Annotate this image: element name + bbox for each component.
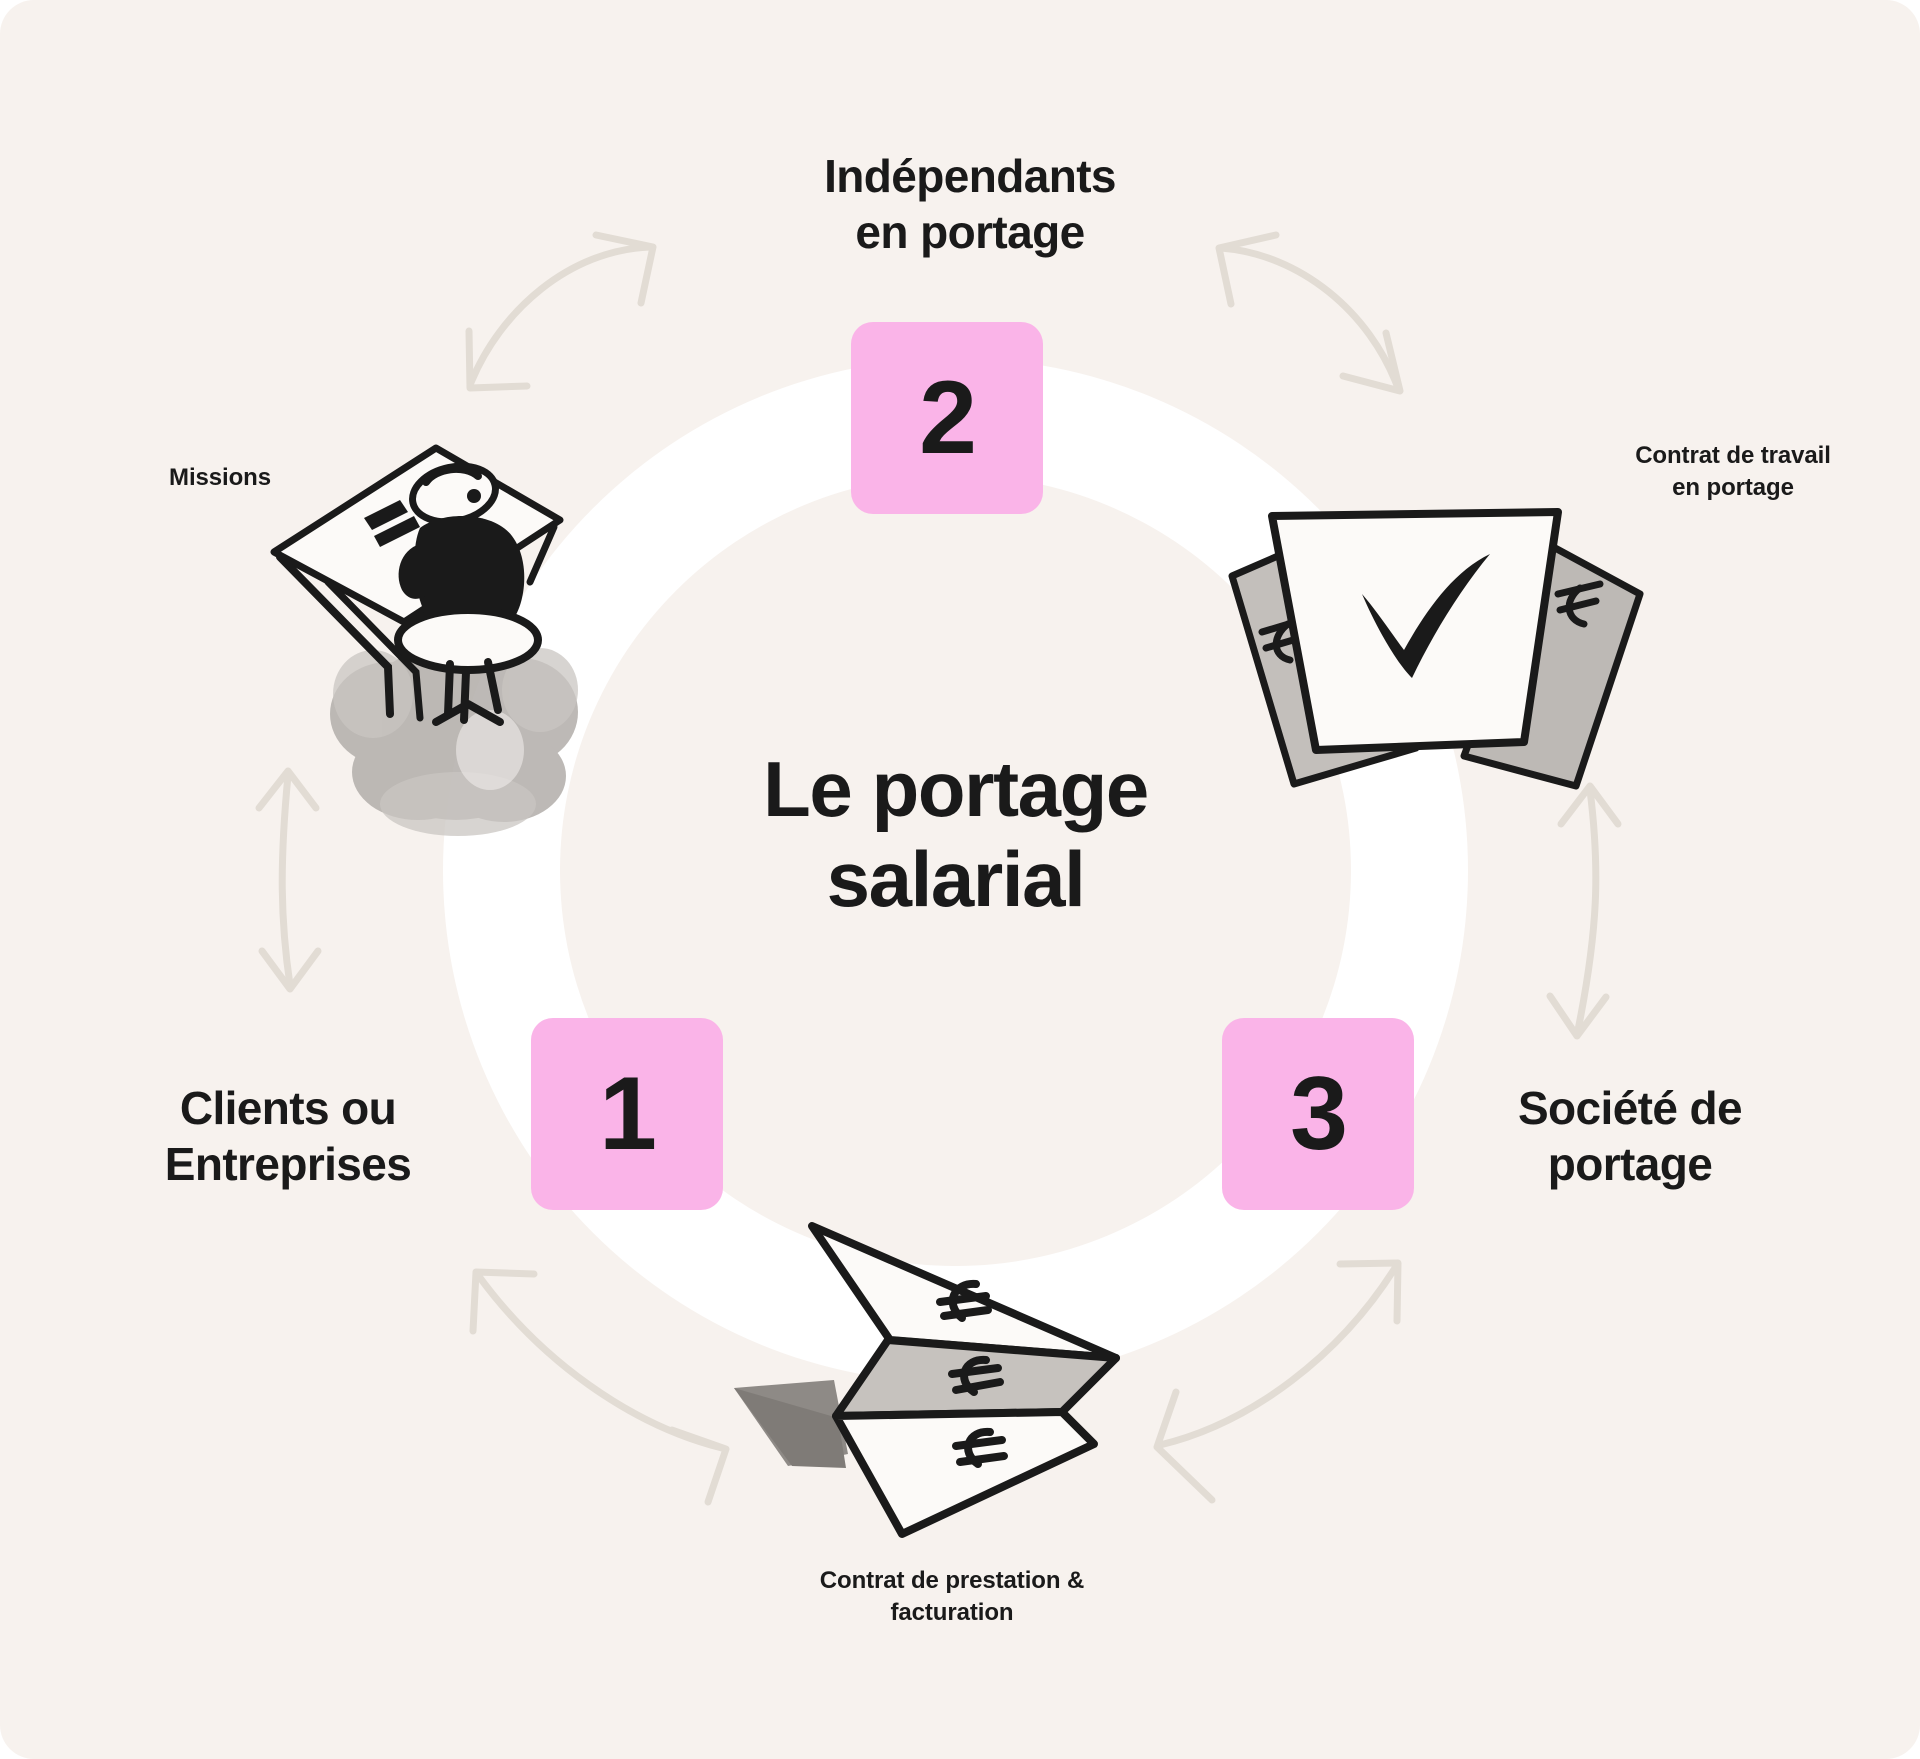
signed-contract-documents-illustration xyxy=(1228,498,1648,798)
euro-paper-plane-illustration xyxy=(726,1216,1156,1546)
label-societe-line-1: Société de xyxy=(1517,1082,1743,1134)
person-at-desk-on-cloud-illustration xyxy=(268,432,648,872)
diagram-center-title: Le portage salarial xyxy=(560,745,1351,924)
center-title-line-2: salarial xyxy=(826,834,1086,923)
label-contrat-de-prestation-facturation: Contrat de prestation & facturation xyxy=(742,1565,1162,1629)
label-missions-text: Missions xyxy=(169,464,271,491)
label-societe-line-2: portage xyxy=(1547,1138,1713,1191)
center-title-line-1: Le portage xyxy=(763,745,1149,833)
label-contrat-de-travail-en-portage: Contrat de travail en portage xyxy=(1578,440,1888,504)
label-independants-en-portage: Indépendants en portage xyxy=(650,148,1290,260)
label-contrat-prestation-line-2: facturation xyxy=(890,1599,1014,1627)
label-contrat-travail-line-2: en portage xyxy=(1672,474,1794,502)
label-independants-line-2: en portage xyxy=(855,206,1085,259)
label-clients-line-1: Clients ou xyxy=(179,1082,397,1134)
step-badge-3[interactable]: 3 xyxy=(1222,1018,1414,1210)
step-badge-2[interactable]: 2 xyxy=(851,322,1043,514)
step-badge-3-number: 3 xyxy=(1290,1056,1348,1172)
arrow-clients-to-independants xyxy=(465,231,657,392)
label-clients-ou-entreprises: Clients ou Entreprises xyxy=(78,1080,498,1192)
label-independants-line-1: Indépendants xyxy=(824,150,1116,202)
label-societe-de-portage: Société de portage xyxy=(1430,1080,1830,1192)
label-contrat-prestation-line-1: Contrat de prestation & xyxy=(819,1567,1085,1594)
arrow-societe-contrat-vertical xyxy=(1546,782,1622,1040)
label-clients-line-2: Entreprises xyxy=(164,1138,412,1191)
step-badge-2-number: 2 xyxy=(919,360,977,476)
step-badge-1[interactable]: 1 xyxy=(531,1018,723,1210)
label-contrat-travail-line-1: Contrat de travail xyxy=(1635,442,1831,469)
step-badge-1-number: 1 xyxy=(599,1056,657,1172)
label-missions: Missions xyxy=(110,462,330,494)
